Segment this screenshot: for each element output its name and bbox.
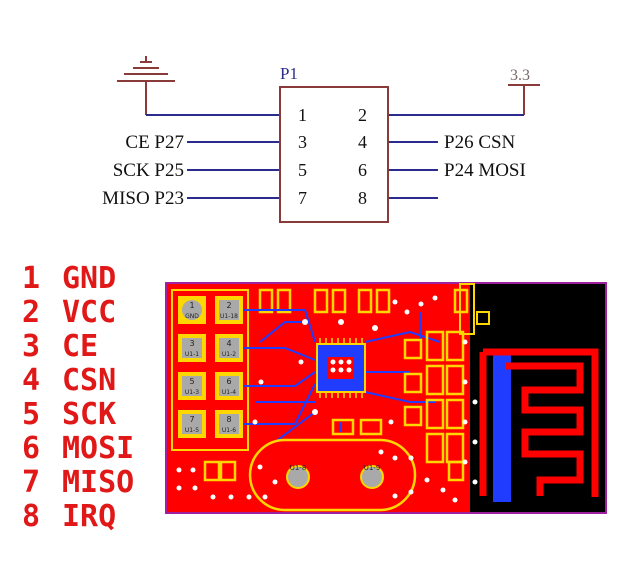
pin-name: IRQ	[62, 499, 117, 534]
pin-name: GND	[62, 261, 117, 296]
ic-chip	[316, 338, 366, 398]
pin-row: 7 MISO	[22, 466, 172, 500]
schematic: 3.3 P1 1 2 3 4 5 6 7 8 CE P27 SCK P25 MI…	[102, 56, 540, 223]
pin-row: 4 CSN	[22, 364, 172, 398]
pad-label: U1-5	[185, 427, 199, 434]
right-labels: P26 CSN P24 MOSI	[444, 132, 526, 181]
pcb-layout: 1 GND 2 U1-18 3 U1-1 4 U1-2 5 U1-3 6 U1-…	[165, 282, 607, 514]
part-name: P1	[280, 64, 298, 83]
header-pad-labels: 1 GND 2 U1-18 3 U1-1 4 U1-2 5 U1-3 6 U1-…	[185, 301, 238, 434]
pad-label: 3	[189, 339, 194, 348]
antenna-trace	[479, 348, 599, 497]
pin-number: 5	[298, 160, 307, 180]
signal-label: P26 CSN	[444, 132, 516, 153]
pad-label: U1-2	[222, 351, 236, 358]
pin-num: 7	[22, 465, 41, 500]
header-frame	[171, 289, 249, 451]
pin-number: 1	[298, 105, 307, 125]
pad-label: U1-1	[185, 351, 199, 358]
pad-label: 7	[189, 415, 194, 424]
signal-label: CE P27	[125, 132, 184, 153]
pin-number: 2	[358, 105, 367, 125]
pin-row: 8 IRQ	[22, 500, 172, 534]
antenna-feed	[493, 352, 511, 502]
pad-label: 1	[189, 301, 194, 310]
pin-numbers: 1 2 3 4 5 6 7 8	[298, 105, 367, 208]
pin-name: SCK	[62, 397, 117, 432]
pad-label: 5	[189, 377, 194, 386]
pin-number: 7	[298, 188, 307, 208]
pin-name: MOSI	[62, 431, 135, 466]
pin-name: MISO	[62, 465, 135, 500]
pin-num: 6	[22, 431, 41, 466]
pin-name: CE	[62, 329, 99, 364]
header-pads	[178, 296, 243, 438]
pin-name: CSN	[62, 363, 117, 398]
crystal-pad-label: U1-9	[364, 464, 381, 472]
pad-label: 4	[226, 339, 231, 348]
pin-num: 2	[22, 295, 41, 330]
pin-row: 6 MOSI	[22, 432, 172, 466]
power-label: 3.3	[510, 67, 530, 84]
pin-row: 1 GND	[22, 262, 172, 296]
pin-num: 1	[22, 261, 41, 296]
pin-number: 8	[358, 188, 367, 208]
silk-strips	[459, 283, 490, 335]
pad-label: 8	[226, 415, 231, 424]
pad-label: U1-3	[185, 389, 199, 396]
power-symbol	[508, 84, 540, 115]
pad-label: 2	[226, 301, 231, 310]
pin-num: 3	[22, 329, 41, 364]
header-box	[279, 86, 389, 223]
pin-num: 8	[22, 499, 41, 534]
wires	[146, 114, 524, 199]
pin-number: 3	[298, 132, 307, 152]
pad-label: U1-6	[222, 427, 236, 434]
pad-label: GND	[185, 313, 199, 320]
pin-row: 2 VCC	[22, 296, 172, 330]
top-pads	[258, 288, 469, 314]
signal-label: SCK P25	[113, 160, 184, 181]
pin-row: 3 CE	[22, 330, 172, 364]
pad-label: 6	[226, 377, 231, 386]
crystal: U1-8 U1-9	[248, 438, 417, 512]
passive-components	[203, 330, 465, 482]
crystal-pad-label: U1-8	[290, 464, 307, 472]
ground-symbol	[117, 56, 175, 115]
pin-row: 5 SCK	[22, 398, 172, 432]
pin-num: 4	[22, 363, 41, 398]
signal-label: MISO P23	[102, 188, 184, 209]
pin-list: 1 GND 2 VCC 3 CE 4 CSN 5 SCK 6 MOSI 7 MISO 8 IRQ	[22, 262, 172, 534]
pad-label: U1-4	[222, 389, 236, 396]
pin-num: 5	[22, 397, 41, 432]
pin-number: 4	[358, 132, 367, 152]
left-labels: CE P27 SCK P25 MISO P23	[102, 132, 184, 209]
signal-label: P24 MOSI	[444, 160, 526, 181]
pin-number: 6	[358, 160, 367, 180]
pad-label: U1-18	[220, 313, 238, 320]
pin-name: VCC	[62, 295, 117, 330]
vias	[176, 295, 478, 503]
